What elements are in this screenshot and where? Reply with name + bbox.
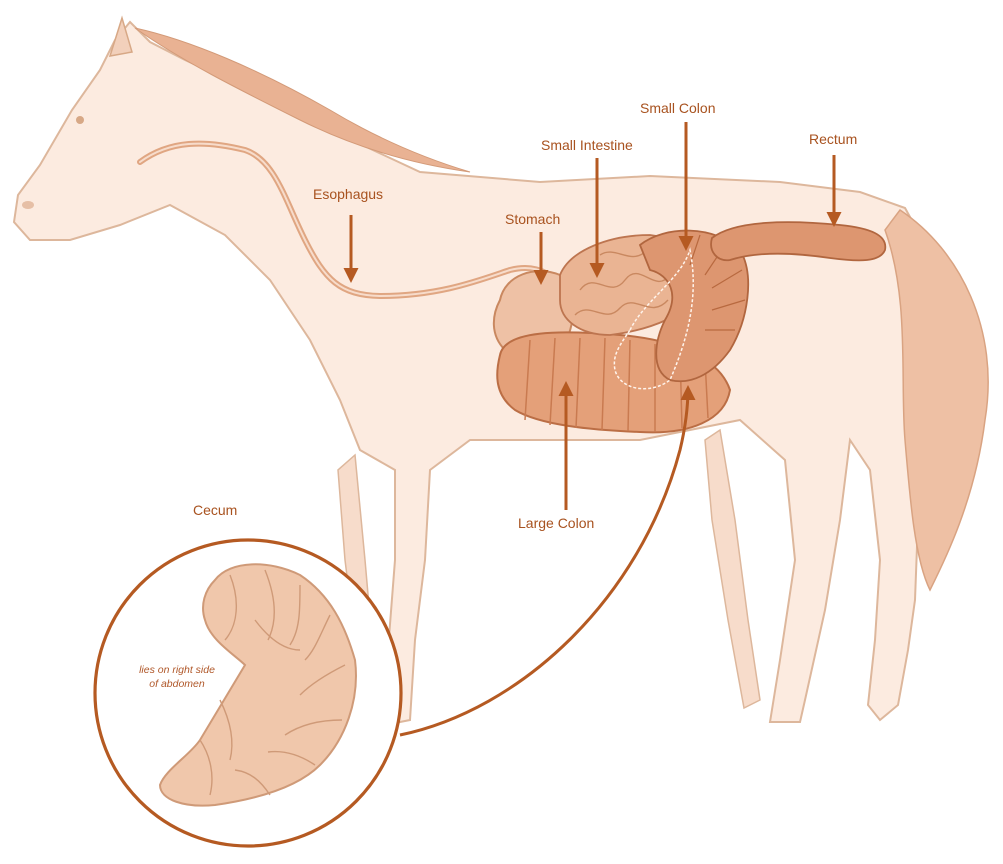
horse-leg-hind-far — [705, 430, 760, 708]
small-intestine-label: Small Intestine — [541, 137, 633, 153]
small-colon-label: Small Colon — [640, 100, 715, 116]
cecum-note-line2: of abdomen — [112, 677, 242, 691]
rectum-organ — [711, 222, 885, 260]
esophagus-label: Esophagus — [313, 186, 383, 202]
rectum-label: Rectum — [809, 131, 857, 147]
horse-nostril — [22, 201, 34, 209]
cecum-note: lies on right side of abdomen — [112, 663, 242, 691]
stomach-label: Stomach — [505, 211, 560, 227]
cecum-label: Cecum — [193, 502, 237, 518]
cecum-note-line1: lies on right side — [112, 663, 242, 677]
large-colon-label: Large Colon — [518, 515, 594, 531]
cecum-inset — [95, 540, 401, 846]
horse-eye — [76, 116, 84, 124]
